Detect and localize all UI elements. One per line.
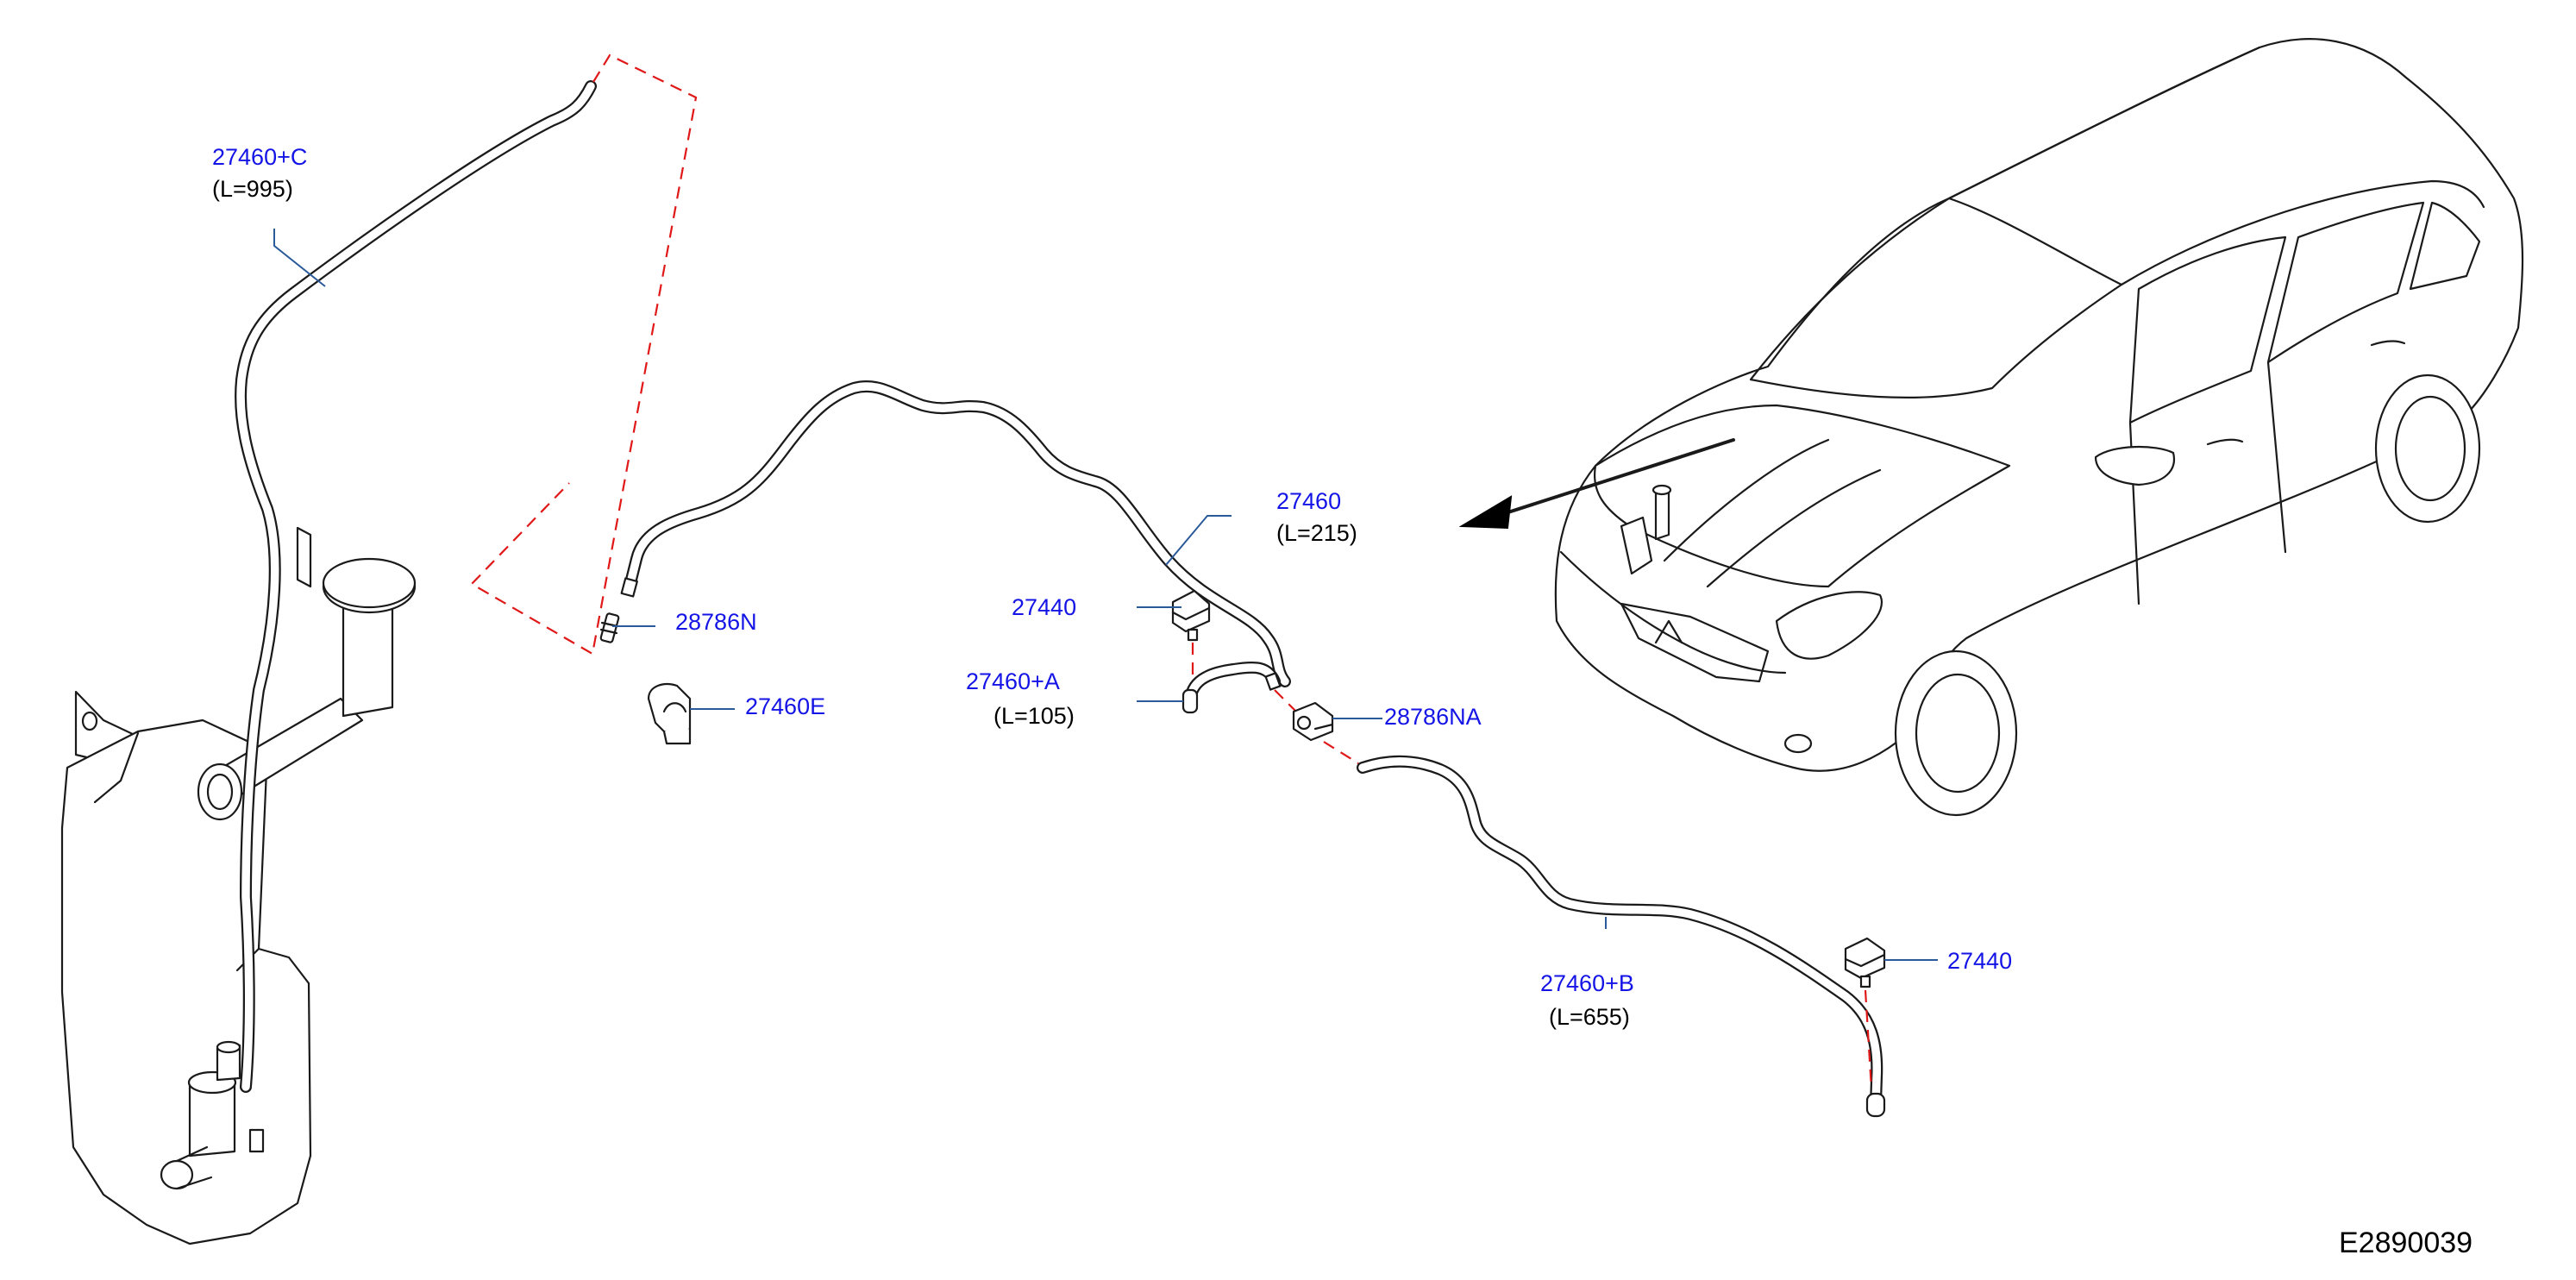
hose-27460-icon [620, 380, 1291, 687]
callout-27460-a-length: (L=105) [993, 703, 1075, 729]
connector-28786n-icon [599, 612, 620, 643]
callout-27460e[interactable]: 27460E [745, 693, 826, 719]
hidden-line-icon [470, 53, 698, 656]
callout-28786na[interactable]: 28786NA [1384, 704, 1482, 730]
hidden-line-icon [1864, 989, 1873, 1089]
vehicle-icon [1554, 38, 2524, 817]
callout-28786n[interactable]: 28786N [675, 609, 757, 635]
callout-27460-length: (L=215) [1276, 520, 1357, 546]
hidden-line-icon [1274, 689, 1359, 764]
callout-27460-a[interactable]: 27460+A [966, 668, 1060, 694]
callout-27460-c-length: (L=995) [212, 176, 293, 202]
nozzle-27440-right-icon [1844, 937, 1886, 988]
callout-27460-c[interactable]: 27460+C [212, 144, 308, 170]
nozzle-27440-left-icon [1171, 589, 1211, 642]
callout-27460-b-length: (L=655) [1549, 1004, 1630, 1030]
hose-27460-a-icon [1181, 661, 1282, 714]
washer-tank-icon [60, 526, 417, 1245]
clip-27460e-icon [647, 683, 692, 745]
pointer-arrow-icon [1458, 438, 1735, 530]
diagram-reference-code: E2890039 [2339, 1227, 2473, 1259]
leader-lines [273, 229, 1938, 961]
callout-27440-right[interactable]: 27440 [1947, 948, 2013, 974]
callout-27460-b[interactable]: 27460+B [1540, 970, 1634, 996]
hose-27460-b-icon [1357, 755, 1886, 1118]
callout-27440-left[interactable]: 27440 [1012, 594, 1077, 620]
connector-28786na-icon [1292, 701, 1334, 742]
hose-27460-c-icon [235, 80, 597, 1093]
callout-27460[interactable]: 27460 [1276, 488, 1342, 514]
